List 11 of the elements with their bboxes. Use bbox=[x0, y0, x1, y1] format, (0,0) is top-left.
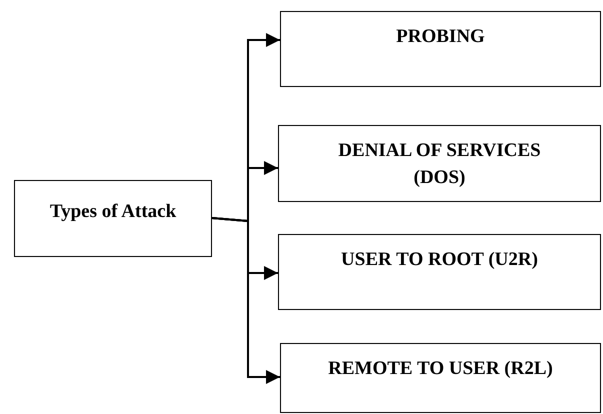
attack-type-box bbox=[280, 343, 601, 413]
attack-type-label: USER TO ROOT (U2R) bbox=[341, 248, 538, 272]
attack-type-label: DENIAL OF SERVICES (DOS) bbox=[337, 139, 542, 190]
attack-type-box bbox=[278, 125, 601, 202]
attack-type-box bbox=[280, 11, 601, 87]
attack-type-box bbox=[14, 180, 212, 257]
attack-type-label: PROBING bbox=[396, 25, 485, 49]
connector-arrow bbox=[212, 217, 280, 384]
root-label: Types of Attack bbox=[50, 200, 176, 224]
attack-type-box bbox=[278, 234, 601, 310]
attack-type-label: REMOTE TO USER (R2L) bbox=[328, 357, 553, 381]
